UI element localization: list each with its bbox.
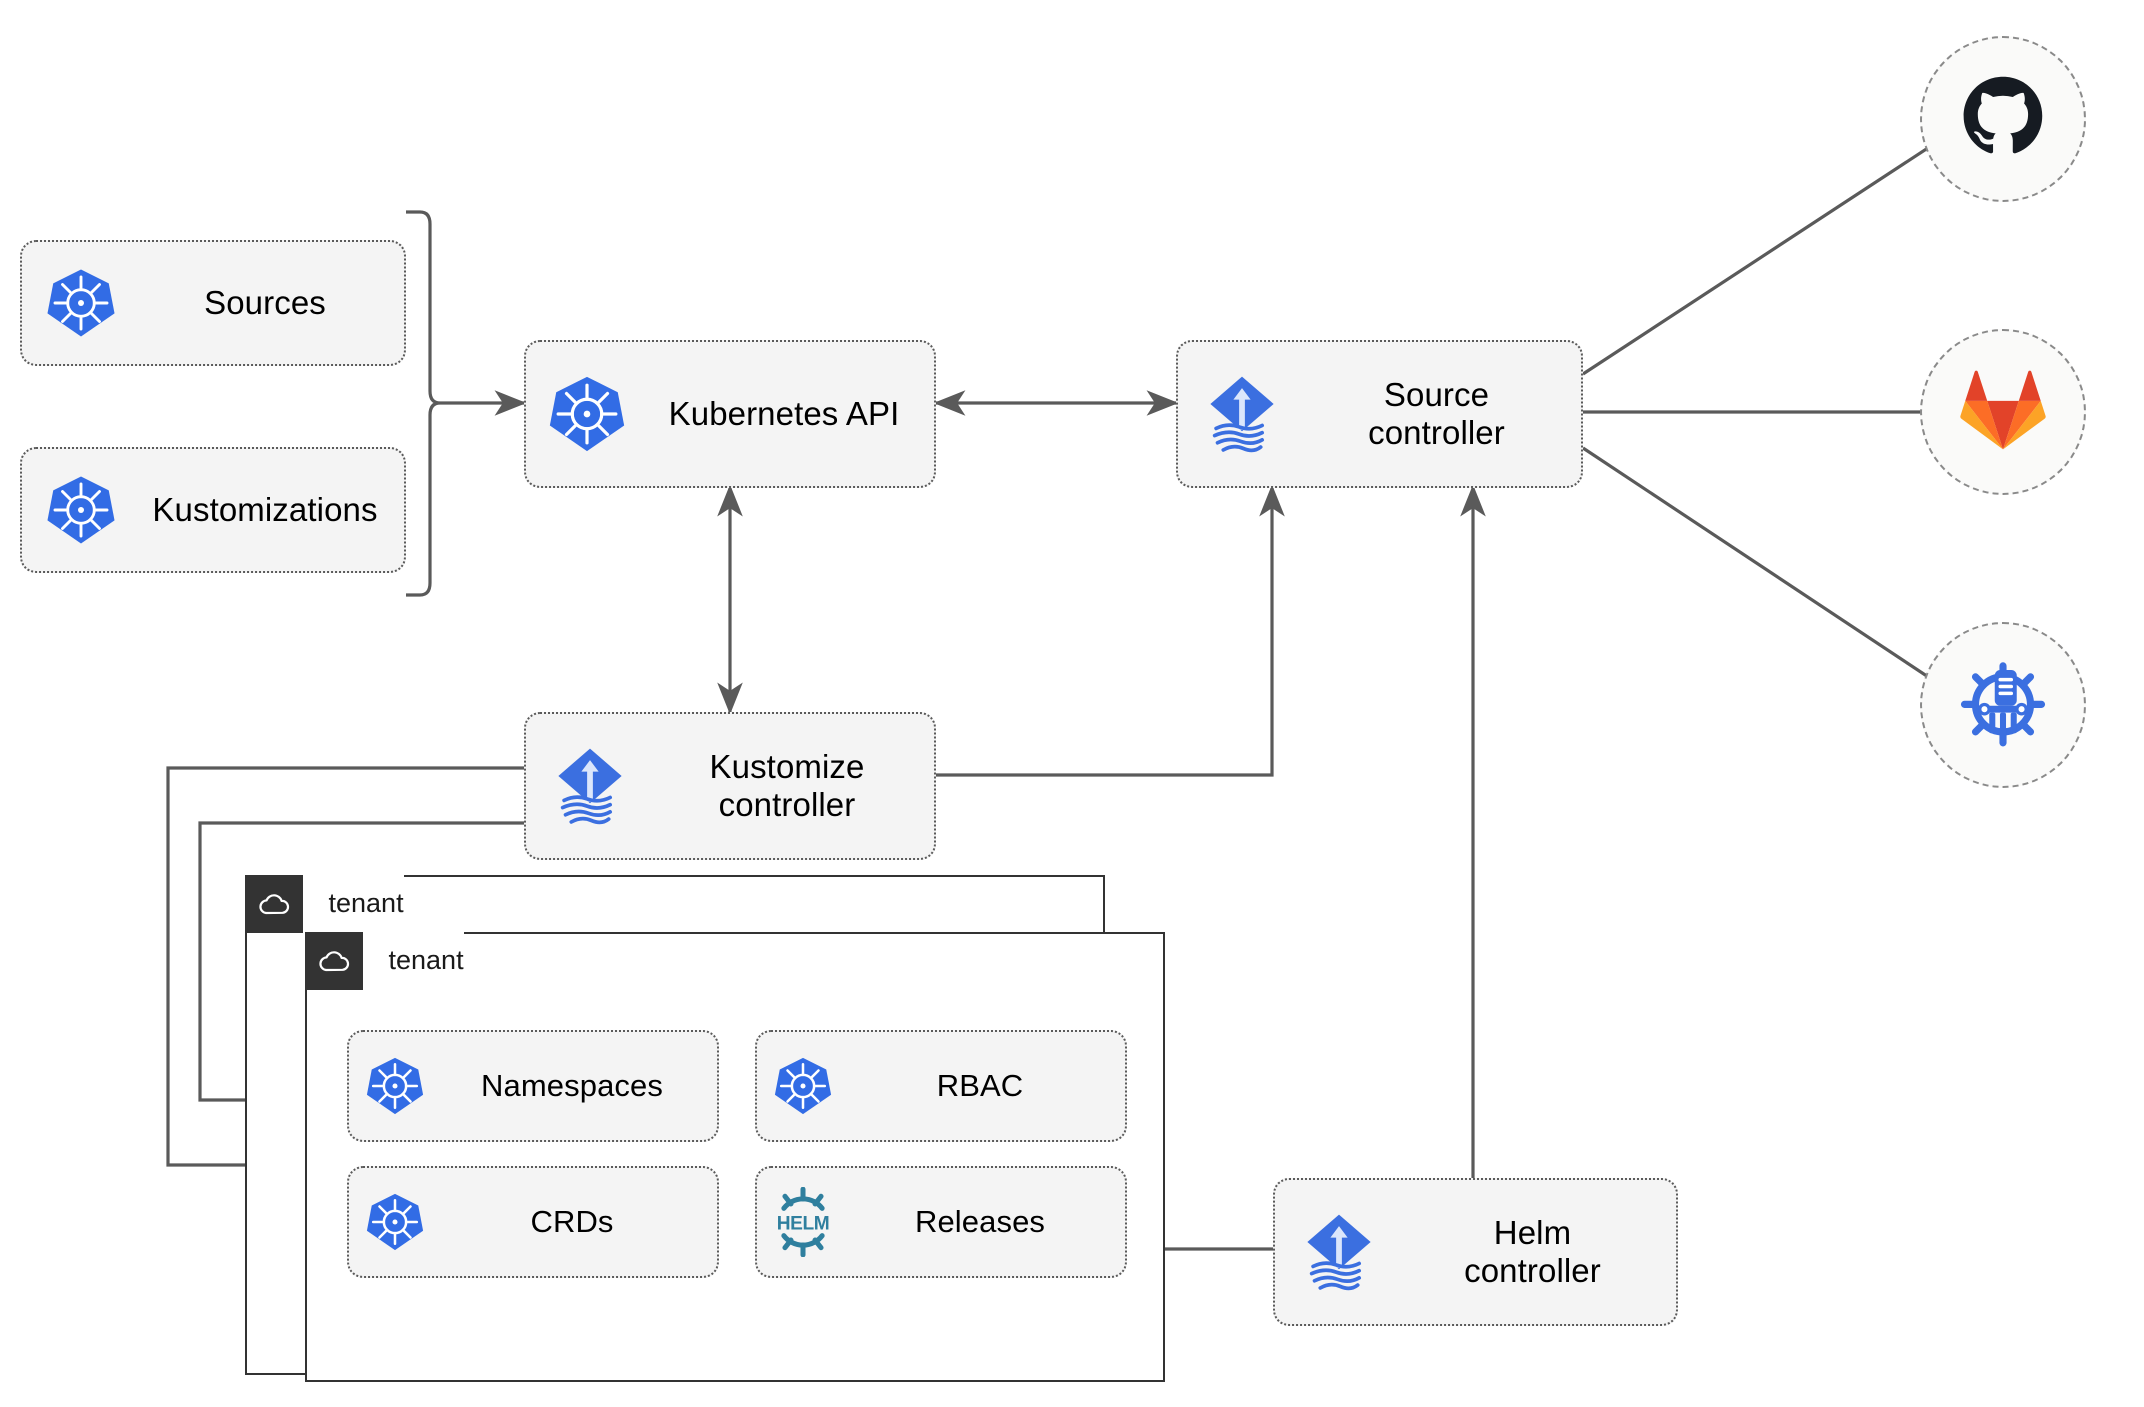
tenant-tab: tenant <box>244 874 404 933</box>
wire-source-to-helm-repository <box>1582 446 1966 702</box>
provider-github[interactable] <box>1920 36 2086 202</box>
node-label: Source controller <box>1368 375 1505 451</box>
node-label: Kustomize controller <box>709 747 865 823</box>
tenant-objects-grid: Namespaces RBAC <box>347 1030 1127 1278</box>
node-label: Releases <box>914 1204 1046 1240</box>
cloud-icon <box>244 874 303 933</box>
tenant-label: tenant <box>388 945 464 975</box>
tenant-tab: tenant <box>304 931 464 990</box>
node-label: RBAC <box>936 1068 1024 1104</box>
kubernetes-icon <box>22 266 140 340</box>
gitlab-icon <box>1960 369 2046 456</box>
node-kustomize-controller[interactable]: Kustomize controller <box>524 712 936 860</box>
node-helm-controller[interactable]: Helm controller <box>1273 1178 1678 1326</box>
node-label: Kubernetes API <box>668 394 900 432</box>
node-label: Namespaces <box>481 1068 663 1104</box>
kubernetes-icon <box>349 1055 441 1117</box>
provider-helm-repository[interactable] <box>1920 622 2086 788</box>
helm-repository-icon <box>1959 659 2047 752</box>
cloud-icon <box>304 931 363 990</box>
tenant-inner[interactable]: tenant Namespaces <box>304 931 1165 1382</box>
svg-text:HELM: HELM <box>777 1214 829 1235</box>
kubernetes-icon <box>526 373 648 455</box>
wire-source-to-github <box>1582 123 1966 376</box>
node-label: Kustomizations <box>152 490 378 528</box>
node-kubernetes-api[interactable]: Kubernetes API <box>524 340 936 488</box>
node-kustomizations[interactable]: Kustomizations <box>20 447 406 573</box>
helm-icon: HELM <box>757 1187 849 1257</box>
node-crds[interactable]: CRDs <box>347 1166 719 1278</box>
wire-kustomize-to-source-controller <box>936 484 1285 777</box>
kubernetes-icon <box>349 1191 441 1253</box>
flux-icon <box>1275 1206 1403 1298</box>
tenant-label: tenant <box>328 888 404 918</box>
provider-gitlab[interactable] <box>1920 329 2086 495</box>
node-label: Sources <box>204 283 326 321</box>
kubernetes-icon <box>22 473 140 547</box>
node-label: CRDs <box>530 1204 614 1240</box>
node-releases[interactable]: HELM Releases <box>755 1166 1127 1278</box>
node-namespaces[interactable]: Namespaces <box>347 1030 719 1142</box>
flux-icon <box>1178 368 1306 460</box>
node-sources[interactable]: Sources <box>20 240 406 366</box>
kubernetes-icon <box>757 1055 849 1117</box>
wire-bracket <box>406 210 441 597</box>
node-rbac[interactable]: RBAC <box>755 1030 1127 1142</box>
node-label: Helm controller <box>1464 1213 1601 1289</box>
flux-icon <box>526 740 654 832</box>
node-source-controller[interactable]: Source controller <box>1176 340 1583 488</box>
github-icon <box>1961 75 2045 164</box>
